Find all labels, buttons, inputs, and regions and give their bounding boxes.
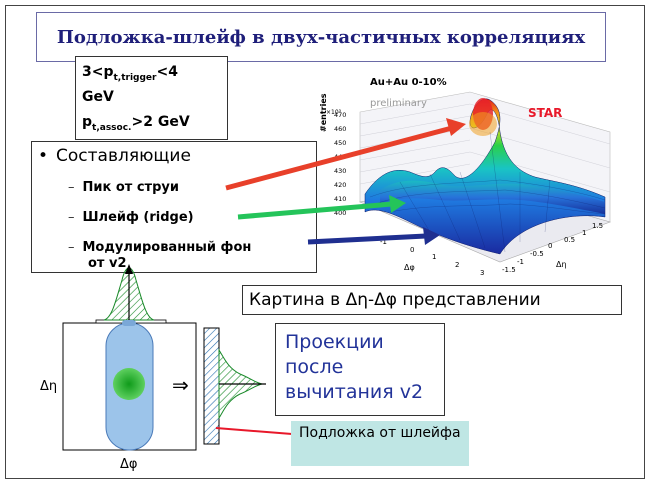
components-heading: •Составляющие: [38, 146, 191, 166]
ridge-background-caption: Подложка от шлейфа: [291, 421, 469, 466]
svg-text:1: 1: [432, 253, 436, 261]
svg-text:0: 0: [410, 246, 414, 254]
svg-text:470: 470: [334, 111, 346, 119]
z-axis-label: #entries: [320, 93, 328, 132]
z-multiplier: ×10³: [326, 109, 342, 116]
component-jet-peak: –Пик от струи: [68, 180, 179, 195]
kinematic-cuts-box: 3<pt,trigger<4 GeV pt,assoc.>2 GeV: [75, 56, 228, 140]
jet-blob: [113, 368, 145, 400]
representation-caption: Картина в Δη-Δφ представлении: [242, 285, 622, 315]
svg-text:-1.5: -1.5: [502, 266, 516, 274]
svg-text:450: 450: [334, 139, 346, 147]
correlation-3d-plot: #entries ×10³ 470 460 450 440 430 420 41…: [319, 72, 620, 282]
svg-text:2: 2: [455, 261, 459, 269]
component-v2-background-cont: от v2: [88, 256, 127, 271]
svg-text:420: 420: [334, 181, 346, 189]
svg-text:1: 1: [582, 229, 586, 237]
components-box: •Составляющие –Пик от струи –Шлейф (ridg…: [31, 141, 317, 273]
svg-text:-1: -1: [380, 238, 387, 246]
arrow-ridge: [237, 195, 406, 220]
projections-caption: Проекции после вычитания v2: [275, 323, 445, 416]
svg-text:-0.5: -0.5: [530, 250, 544, 258]
deta-label: Δη: [40, 379, 57, 394]
side-projection-strip: [203, 327, 220, 445]
cut-assoc: pt,assoc.>2 GeV: [82, 113, 190, 133]
svg-text:0.5: 0.5: [564, 236, 575, 244]
slide-title: Подложка-шлейф в двух-частичных корреляц…: [36, 12, 606, 62]
preliminary-label: preliminary: [370, 98, 427, 109]
component-v2-background: –Модулированный фон: [68, 240, 252, 255]
svg-text:410: 410: [334, 195, 346, 203]
svg-text:-1: -1: [517, 258, 524, 266]
slide-frame: [5, 5, 645, 479]
slide-title-text: Подложка-шлейф в двух-частичных корреляц…: [56, 26, 586, 48]
cut-trigger: 3<pt,trigger<4: [82, 64, 178, 83]
star-label: STAR: [528, 106, 562, 120]
deta-ticks: -1.5 -1 -0.5 0 0.5 1 1.5: [502, 222, 603, 274]
svg-text:430: 430: [334, 167, 346, 175]
component-ridge: –Шлейф (ridge): [68, 210, 194, 225]
projection-arrow-icon: ⇒: [172, 373, 189, 397]
dphi-axis-label: Δφ: [404, 263, 415, 272]
ridge-background-pointer: [215, 427, 293, 435]
svg-text:460: 460: [334, 125, 346, 133]
svg-text:400: 400: [334, 209, 346, 217]
cut-trigger-unit: GeV: [82, 88, 114, 105]
arrow-jet-peak: [225, 118, 466, 191]
surface-plot-svg: #entries ×10³ 470 460 450 440 430 420 41…: [319, 77, 611, 277]
svg-text:1.5: 1.5: [592, 222, 603, 230]
ridge-band: [380, 180, 605, 214]
arrow-background: [307, 227, 440, 245]
svg-text:0: 0: [548, 242, 552, 250]
dphi-label: Δφ: [120, 457, 137, 472]
deta-axis-label: Δη: [556, 260, 567, 269]
svg-text:3: 3: [480, 269, 484, 277]
dphi-ticks: -1 0 1 2 3: [380, 238, 484, 277]
system-label: Au+Au 0-10%: [370, 77, 447, 88]
